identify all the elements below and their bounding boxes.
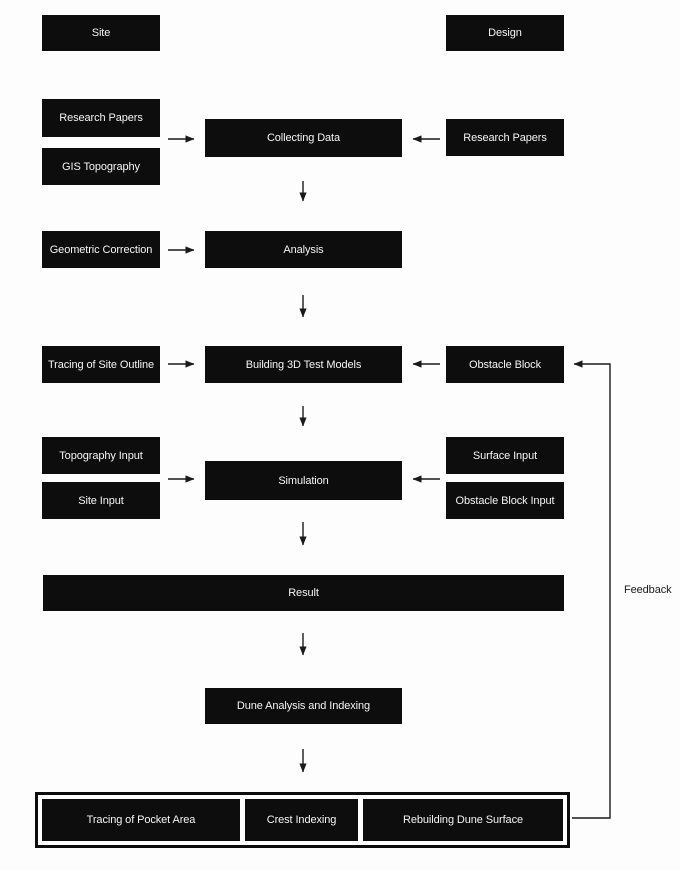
node-tracing-site-outline: Tracing of Site Outline	[42, 346, 160, 383]
node-simulation: Simulation	[205, 461, 402, 500]
output-group-container: Tracing of Pocket Area Crest Indexing Re…	[35, 792, 570, 848]
node-topography-input: Topography Input	[42, 437, 160, 474]
node-design: Design	[446, 15, 564, 51]
node-research-papers-right: Research Papers	[446, 119, 564, 156]
node-research-papers-left: Research Papers	[42, 99, 160, 137]
node-obstacle-block-input: Obstacle Block Input	[446, 482, 564, 519]
node-tracing-pocket-area: Tracing of Pocket Area	[42, 799, 240, 841]
node-dune-analysis-indexing: Dune Analysis and Indexing	[205, 688, 402, 724]
node-rebuilding-dune-surface: Rebuilding Dune Surface	[363, 799, 563, 841]
node-geometric-correction: Geometric Correction	[42, 231, 160, 268]
feedback-label: Feedback	[624, 584, 672, 596]
node-obstacle-block: Obstacle Block	[446, 346, 564, 383]
node-result: Result	[43, 575, 564, 611]
node-analysis: Analysis	[205, 231, 402, 268]
node-site: Site	[42, 15, 160, 51]
node-building-3d-test-models: Building 3D Test Models	[205, 346, 402, 383]
node-surface-input: Surface Input	[446, 437, 564, 474]
feedback-loop-line	[572, 360, 611, 819]
node-gis-topography: GIS Topography	[42, 148, 160, 185]
node-crest-indexing: Crest Indexing	[245, 799, 358, 841]
node-site-input: Site Input	[42, 482, 160, 519]
node-collecting-data: Collecting Data	[205, 119, 402, 157]
